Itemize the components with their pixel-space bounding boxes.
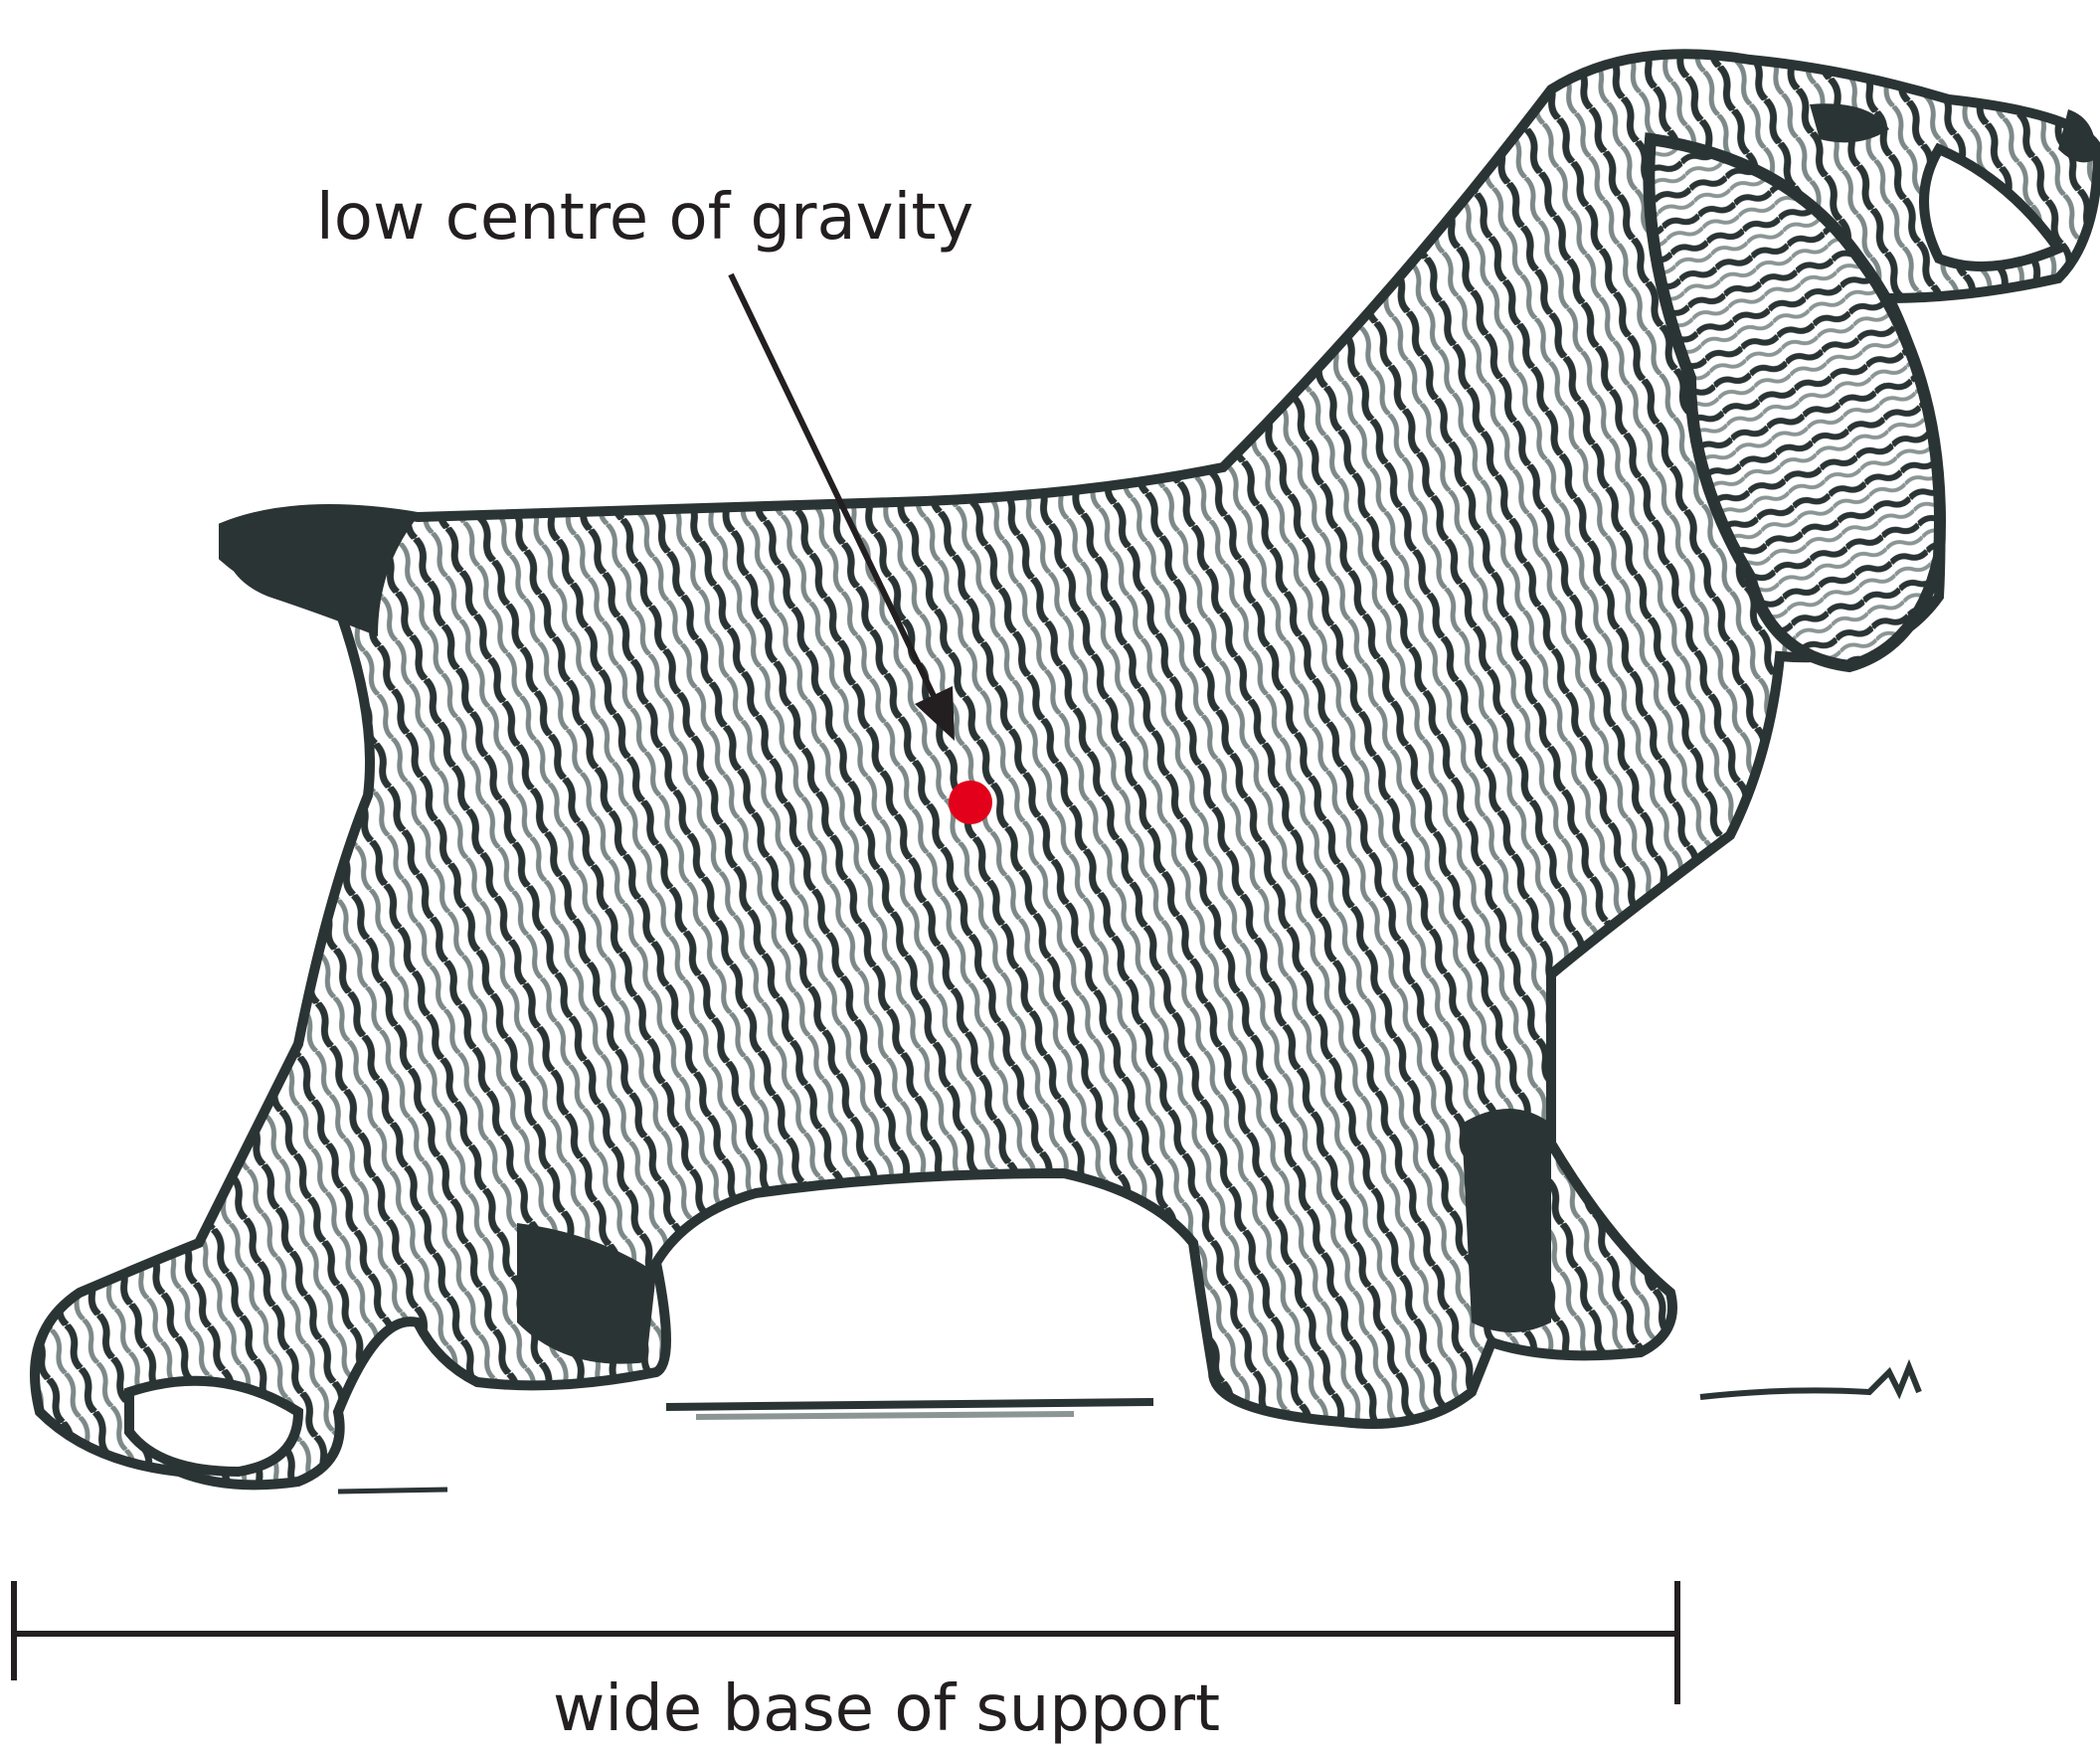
base-of-support-label: wide base of support bbox=[553, 1672, 1220, 1746]
centre-of-gravity-label: low centre of gravity bbox=[316, 181, 973, 255]
dog-body bbox=[30, 49, 2100, 1491]
dog-nose bbox=[2058, 109, 2097, 163]
dog-illustration bbox=[30, 49, 2100, 1494]
dog-eye bbox=[1810, 103, 1889, 143]
arrowhead bbox=[915, 686, 955, 741]
dog-tail bbox=[223, 509, 418, 636]
arrow-shaft bbox=[728, 272, 937, 698]
centre-of-gravity-annotation: low centre of gravity bbox=[316, 181, 992, 824]
centre-of-gravity-marker bbox=[949, 781, 992, 824]
base-of-support-annotation: wide base of support bbox=[11, 1581, 1680, 1746]
dog-ear bbox=[1643, 132, 1946, 673]
